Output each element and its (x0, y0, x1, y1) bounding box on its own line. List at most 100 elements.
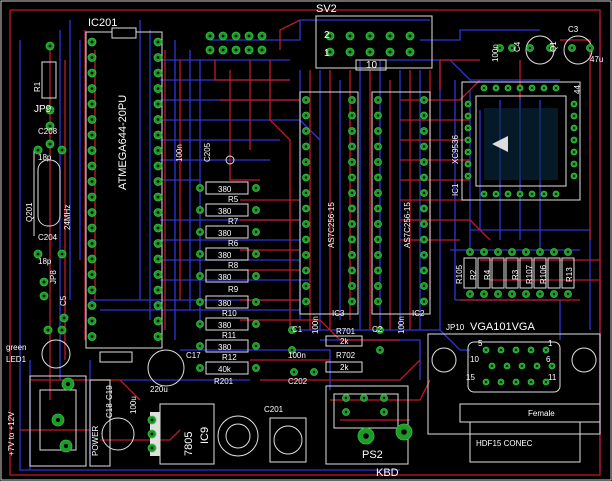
left-pad-hole (42, 280, 46, 284)
r1-label: R1 (33, 81, 42, 92)
r3-label: R3 (511, 269, 520, 280)
ic3-pad-hole (350, 300, 354, 303)
resistor-pad-hole (198, 300, 202, 304)
cap-pad-hole (510, 46, 514, 50)
ic3-pad-hole (304, 300, 308, 303)
ic1-pad-hole (518, 86, 522, 90)
q201-label: Q201 (25, 202, 34, 222)
ic3-pad-hole (304, 160, 308, 164)
cap-pad-hole (378, 348, 382, 352)
ic3-pad-hole (350, 284, 354, 288)
r105-label: R105 (455, 264, 464, 284)
ic1-pad-hole (572, 162, 576, 166)
vga-res-pad-hole (552, 250, 556, 254)
left-pad-hole (60, 328, 64, 332)
ic1-pad-hole (466, 138, 470, 142)
ic201-pad-hole (90, 56, 94, 59)
c19-value: 100u (129, 396, 138, 414)
ic2-pad-hole (376, 253, 380, 257)
left-pad-hole (48, 108, 52, 112)
resistor-pad-hole (198, 344, 202, 348)
cap-pad-hole (378, 328, 382, 332)
ic3-pad-hole (304, 191, 308, 195)
r12-value: 40k (218, 365, 232, 374)
left-pad-hole (48, 142, 52, 146)
ic2-pad-hole (422, 284, 426, 288)
crystal-q201 (33, 150, 61, 236)
ic201-pad-hole (90, 288, 94, 292)
ic3-pad-hole (350, 98, 354, 102)
vga-pin-hole (490, 364, 494, 368)
ic9-pin-hole (150, 446, 154, 450)
ic201-pad-hole (156, 319, 160, 323)
vga-pin1-label: 1 (548, 339, 553, 348)
left-pad-hole (48, 44, 52, 48)
vga-pin15-label: 15 (466, 373, 475, 382)
ic201-pad-hole (90, 273, 94, 276)
ic1-pad-hole (572, 174, 576, 178)
ic201-pad-hole (156, 133, 160, 137)
vga-res-pad-hole (496, 250, 500, 254)
ic3-label: IC3 (332, 309, 345, 318)
sv2-pad-hole (348, 50, 352, 54)
ic201-label: IC201 (88, 17, 117, 29)
ic201-pad-hole (156, 87, 160, 90)
vga-pin-hole (484, 348, 488, 352)
ic3-pad-hole (350, 129, 354, 133)
top-traces (9, 9, 601, 476)
ic1-pad-hole (466, 162, 470, 166)
vga-pin-hole (529, 380, 533, 384)
c208-label: C208 (38, 127, 58, 136)
ic3-pad-hole (350, 176, 354, 179)
ic1-pad-hole (530, 86, 534, 90)
header-pad-hole (234, 48, 238, 52)
r2-label: R2 (469, 269, 478, 280)
ic9-label: IC9 (199, 427, 211, 444)
resistor-pad-hole (254, 274, 258, 278)
power-pad-hole (63, 443, 69, 449)
vga-res-pad-hole (566, 292, 570, 296)
ic201-pad-hole (156, 118, 160, 121)
cap-pad-hole (292, 370, 296, 374)
r201-label: R201 (214, 377, 234, 386)
ps2-pin-hole (344, 410, 348, 414)
resistor-pad-hole (254, 366, 258, 370)
ic3-pad-hole (304, 207, 308, 210)
ic1-label: IC1 (451, 183, 460, 196)
ic3-pad-hole (304, 145, 308, 148)
sv2-label: SV2 (316, 3, 337, 15)
vga-pin11-label: 11 (548, 373, 557, 382)
r702-value: 2k (340, 363, 349, 372)
ic1-pad-hole (572, 126, 576, 130)
vga-part-label: HDF15 CONEC (476, 439, 533, 448)
ic2-label: IC2 (412, 309, 425, 318)
vga-res-pad-hole (524, 292, 528, 296)
ic2-pad-hole (422, 129, 426, 133)
led1-label: LED1 (6, 355, 27, 364)
ic1-pad-hole (494, 86, 498, 90)
ic2-pad-hole (422, 222, 426, 226)
c202-label: C202 (288, 377, 308, 386)
resistor-pad-hole (198, 366, 202, 370)
r13-label: R13 (565, 267, 574, 282)
r380f-value: 380 (218, 299, 232, 308)
sv2-header (315, 15, 433, 71)
ic1-part-label: XC9536 (451, 135, 460, 164)
c1-value: 100n (311, 316, 320, 334)
r9-label: R9 (228, 285, 239, 294)
ic1-pad-hole (572, 138, 576, 142)
c17-label: C17 (186, 351, 201, 360)
ic1-pad-hole (572, 102, 576, 106)
header-pad-hole (234, 34, 238, 38)
sv2-pad-hole (368, 50, 372, 54)
sv2-pin2-label: 2 (324, 30, 330, 41)
left-pad-hole (48, 124, 52, 128)
left-pad-hole (36, 148, 40, 152)
ic3-pad-hole (304, 114, 308, 117)
c19-label: C19 (105, 385, 114, 400)
c2-label: C2 (372, 325, 383, 334)
ic2-pad-hole (422, 191, 426, 195)
ic201-pad-hole (90, 211, 94, 214)
vga-connector (427, 333, 601, 463)
ic3-pad-hole (350, 269, 354, 272)
